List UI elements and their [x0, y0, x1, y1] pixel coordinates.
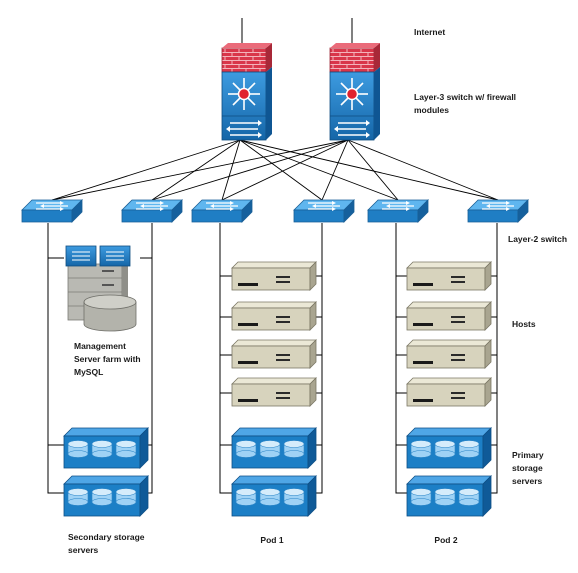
primary-storage-label: Primary storage servers — [512, 449, 544, 488]
host-server-icon — [231, 339, 317, 369]
storage-array-icon — [63, 475, 149, 517]
management-label: Management Server farm with MySQL — [74, 340, 141, 379]
primary-label-line1: Primary — [512, 450, 544, 460]
layer2-switch-label: Layer-2 switch — [508, 233, 567, 246]
management-label-line2: Server farm with — [74, 354, 141, 364]
primary-label-line3: servers — [512, 476, 543, 486]
host-server-icon — [231, 301, 317, 331]
layer3-switch-firewall-icon — [221, 43, 272, 141]
hosts-label-text: Hosts — [512, 319, 536, 329]
internet-label: Internet — [414, 26, 445, 39]
server-farm-icon — [65, 245, 137, 332]
storage-array-icon — [406, 475, 492, 517]
layer2-switch-icon — [293, 199, 355, 223]
management-label-line1: Management — [74, 341, 126, 351]
storage-array-icon — [406, 427, 492, 469]
internet-label-text: Internet — [414, 27, 446, 37]
storage-array-icon — [63, 427, 149, 469]
secondary-storage-label: Secondary storage servers — [68, 531, 145, 557]
storage-array-icon — [231, 427, 317, 469]
host-server-icon — [406, 301, 492, 331]
management-label-line3: MySQL — [74, 367, 104, 377]
layer2-switch-icon — [121, 199, 183, 223]
uplink-lines — [51, 139, 499, 201]
layer2-switch-icon — [467, 199, 529, 223]
pod1-label-text: Pod 1 — [260, 535, 284, 545]
primary-label-line2: storage — [512, 463, 543, 473]
layer3-label-line1: Layer-3 switch w/ firewall — [414, 92, 517, 102]
host-server-icon — [231, 261, 317, 291]
layer2-switch-icon — [367, 199, 429, 223]
storage-array-icon — [231, 475, 317, 517]
layer3-label-line2: modules — [414, 105, 449, 115]
host-server-icon — [406, 377, 492, 407]
layer2-label-text: Layer-2 switch — [508, 234, 568, 244]
hosts-label: Hosts — [512, 318, 536, 331]
pod1-label: Pod 1 — [250, 534, 294, 547]
bus-lines — [47, 223, 498, 494]
host-server-icon — [231, 377, 317, 407]
secondary-label-line2: servers — [68, 545, 99, 555]
pod2-label: Pod 2 — [424, 534, 468, 547]
secondary-label-line1: Secondary storage — [68, 532, 145, 542]
layer3-switch-firewall-icon — [329, 43, 380, 141]
host-server-icon — [406, 339, 492, 369]
host-server-icon — [406, 261, 492, 291]
pod2-label-text: Pod 2 — [434, 535, 458, 545]
layer3-switch-label: Layer-3 switch w/ firewall modules — [414, 91, 516, 117]
layer2-switch-icon — [191, 199, 253, 223]
layer2-switch-icon — [21, 199, 83, 223]
